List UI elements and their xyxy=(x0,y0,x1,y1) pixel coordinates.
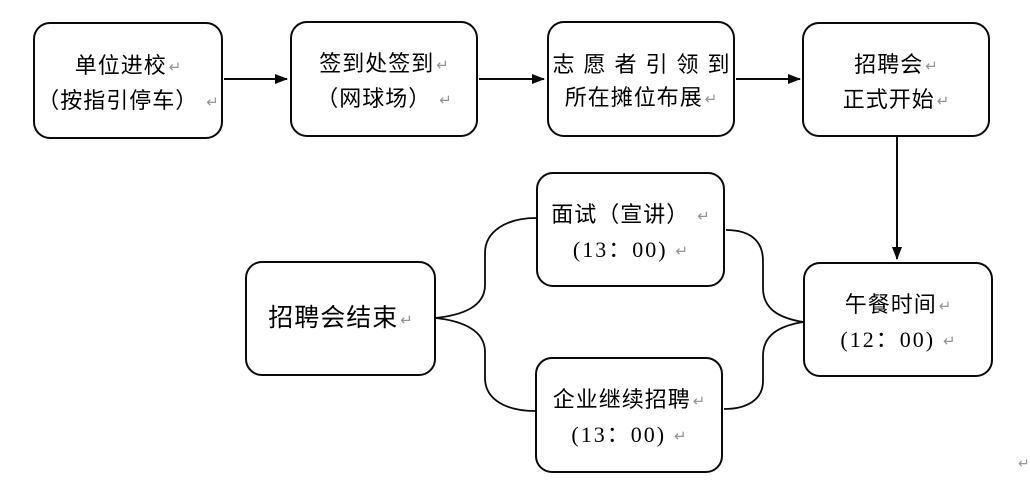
paragraph-mark: ↵ xyxy=(692,392,706,410)
node-text-line: （按指引停车） ↵ xyxy=(37,84,219,119)
node-text: 招聘会结束 xyxy=(268,305,399,332)
node-text-line: 签到处签到↵ xyxy=(319,47,449,82)
node-text: 所在摊位布展 xyxy=(564,85,703,110)
paragraph-mark: ↵ xyxy=(436,56,449,74)
node-text-line: 午餐时间↵ xyxy=(845,288,952,323)
node-text-line: 所在摊位布展↵ xyxy=(565,81,718,116)
curve-lunch-to-continue xyxy=(723,321,804,410)
node-text-line: （网球场） ↵ xyxy=(316,82,452,117)
node-volunteer-guide: 志愿者引领到 所在摊位布展↵ xyxy=(547,21,735,137)
paragraph-mark: ↵ xyxy=(936,91,950,110)
node-text-line: 单位进校↵ xyxy=(75,49,182,84)
node-text: (13：00) xyxy=(572,236,668,262)
node-text-line: (12：00) ↵ xyxy=(840,323,955,358)
node-sign-in: 签到处签到↵ （网球场）↵ xyxy=(290,21,478,137)
node-continue-recruit: 企业继续招聘↵ (13：00)↵ xyxy=(535,357,723,473)
node-text-line: 正式开始↵ xyxy=(843,83,950,118)
node-interview: 面试（宣讲） ↵ (13：00) ↵ xyxy=(536,172,725,287)
paragraph-mark: ↵ xyxy=(938,296,952,315)
node-text: （网球场） xyxy=(316,86,432,111)
node-fair-start: 招聘会↵ 正式开始↵ xyxy=(802,22,990,137)
node-text-line: (13：00) ↵ xyxy=(571,418,686,453)
node-text: 签到处签到 xyxy=(319,51,435,76)
node-lunch: 午餐时间↵ (12：00)↵ xyxy=(803,262,993,377)
paragraph-mark: ↵ xyxy=(168,57,182,76)
node-text: (13：00) xyxy=(571,422,667,447)
paragraph-mark: ↵ xyxy=(206,92,219,111)
curve-interview-to-fairend xyxy=(435,217,537,319)
node-text-line: 企业继续招聘↵ xyxy=(553,383,706,418)
paragraph-mark: ↵ xyxy=(400,311,413,329)
node-text: 招聘会 xyxy=(854,51,924,77)
paragraph-mark: ↵ xyxy=(925,56,938,75)
paragraph-mark: ↵ xyxy=(943,331,956,350)
node-text-line: 志愿者引领到 xyxy=(552,48,729,81)
paragraph-mark: ↵ xyxy=(439,91,452,109)
node-text: (12：00) xyxy=(840,326,936,352)
node-text: 午餐时间 xyxy=(844,291,937,317)
node-text: 企业继续招聘 xyxy=(552,387,691,412)
node-fair-end: 招聘会结束↵ xyxy=(245,261,436,376)
curve-lunch-to-interview xyxy=(725,229,804,323)
paragraph-mark: ↵ xyxy=(697,206,710,225)
node-text-line: (13：00) ↵ xyxy=(573,233,688,268)
node-text-line: 面试（宣讲） ↵ xyxy=(551,198,710,233)
node-text: 面试（宣讲） xyxy=(551,201,690,227)
curve-continue-to-fairend xyxy=(435,317,536,412)
paragraph-mark: ↵ xyxy=(675,241,689,260)
node-text: （按指引停车） xyxy=(37,87,199,113)
node-text: 单位进校 xyxy=(74,52,167,78)
node-text-line: 招聘会结束↵ xyxy=(268,302,413,337)
node-text-line: 招聘会↵ xyxy=(854,48,938,83)
stray-paragraph-mark: ↵ xyxy=(1018,456,1030,472)
node-text: 正式开始 xyxy=(842,86,935,112)
node-text: 志愿者引领到 xyxy=(552,52,739,77)
node-unit-enter: 单位进校↵ （按指引停车）↵ xyxy=(33,22,223,139)
paragraph-mark: ↵ xyxy=(674,427,687,445)
paragraph-mark: ↵ xyxy=(704,90,718,108)
